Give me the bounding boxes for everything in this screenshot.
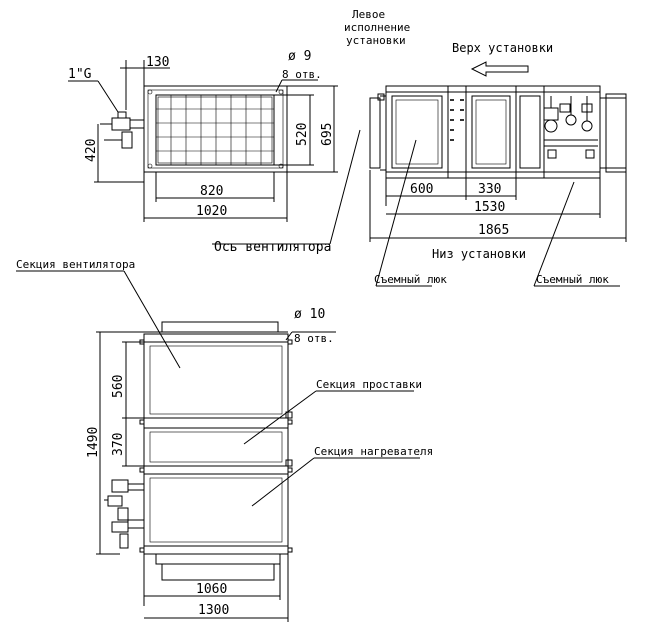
heater-pipe-assembly (104, 479, 145, 549)
dim-820: 820 (200, 184, 223, 199)
left-version-line-2: исполнение (344, 21, 410, 34)
removable-hatch-label-1: Съемный люк (374, 273, 447, 286)
dim-1490: 1490 (86, 427, 101, 458)
pipe-size-label: 1"G (68, 67, 92, 82)
dim-1020: 1020 (196, 204, 227, 219)
bottom-of-unit-label: Низ установки (432, 247, 526, 261)
fan-section-label: Секция вентилятора (16, 258, 135, 271)
dim-560: 560 (111, 375, 126, 398)
direction-arrow (470, 61, 529, 77)
left-version-line-1: Левое (352, 8, 385, 21)
fan-axis-label: Ось вентилятора (214, 240, 331, 255)
left-version-line-3: установки (346, 34, 406, 47)
hole-dia-9: ø 9 (288, 49, 311, 64)
spacer-section-label: Секция проставки (316, 378, 422, 391)
top-view: ø 10 8 отв. 560 370 1490 1060 1300 Секци… (16, 258, 433, 622)
removable-hatch-label-2: Съемный люк (536, 273, 609, 286)
hole-count-8-top: 8 отв. (294, 332, 334, 345)
grille-pattern (156, 95, 274, 165)
top-of-unit-label: Верх установки (452, 41, 553, 55)
dim-130: 130 (146, 55, 169, 70)
side-bolts (139, 339, 293, 553)
valve-assembly (543, 96, 598, 159)
dim-695: 695 (320, 123, 335, 146)
pipe-connection (100, 111, 145, 149)
dim-600: 600 (410, 182, 433, 197)
dim-330: 330 (478, 182, 501, 197)
front-view: 1"G 130 ø 9 8 отв. 420 520 695 820 (68, 49, 338, 222)
dim-420: 420 (84, 139, 99, 162)
dim-370: 370 (111, 433, 126, 456)
hole-count-8: 8 отв. (282, 68, 322, 81)
heater-section-label: Секция нагревателя (314, 445, 433, 458)
side-view: Левое исполнение установки Верх установк… (212, 8, 627, 287)
dim-1530: 1530 (474, 200, 505, 215)
dim-1865: 1865 (478, 223, 509, 238)
dim-1060: 1060 (196, 582, 227, 597)
section-bolts (450, 99, 464, 141)
dim-1300: 1300 (198, 603, 229, 618)
hole-dia-10: ø 10 (294, 307, 325, 322)
dim-520: 520 (295, 123, 310, 146)
